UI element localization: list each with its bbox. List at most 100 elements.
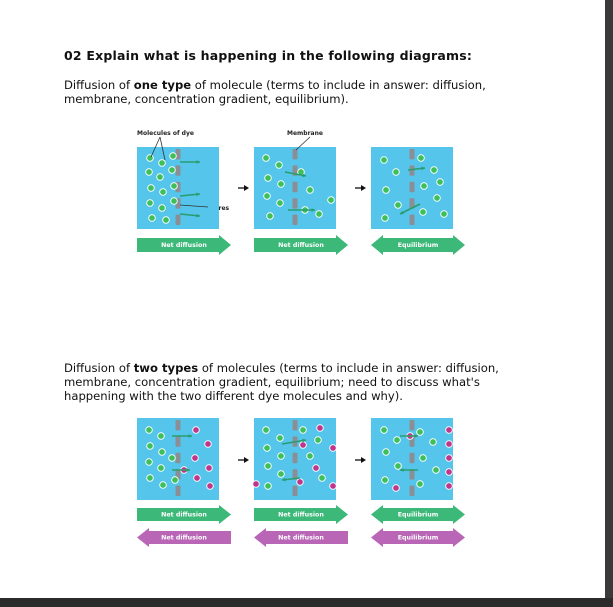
section2-text-pre: Diffusion of [64,361,134,375]
section1-text-post: of molecule (terms to include in answer:… [64,78,486,106]
section2-purple-net-diffusion-arrow-1-label: Net diffusion [161,535,207,542]
section1-panel-3-green-molecule [380,156,388,164]
section2-panel-1-movement-arrow-head [186,468,190,472]
section1-panel-1-movement-arrow-head [196,160,200,164]
section1-panel-3-green-molecule [420,182,428,190]
section2-panel-1-membrane-segment [175,420,181,431]
section2-purple-equilibrium-arrow-label: Equilibrium [398,535,439,542]
worksheet-page: 02 Explain what is happening in the foll… [64,48,544,547]
section2-panel-3-green-molecule [432,466,440,474]
section1-panel-1-green-molecule [158,159,166,167]
section1-equilibrium-arrow-label: Equilibrium [398,242,439,249]
section2-panel-2-green-molecule [277,452,285,460]
section1-panel-1-green-molecule [162,216,170,224]
section1-panel-2-green-molecule [264,174,272,182]
section2-panel-2-purple-molecule [296,478,304,486]
section2-panel-2-movement-arrow-head [302,438,306,443]
section1-prompt: Diffusion of one type of molecule (terms… [64,78,544,106]
section2-green-net-diffusion-arrow-1-label: Net diffusion [161,512,207,519]
section2-purple-net-diffusion-arrow-2-label: Net diffusion [278,535,324,542]
section2-panel-3-membrane-segment [409,469,415,480]
membrane-leader-line [295,136,311,151]
section1-panel-3-movement-arrow-head [421,166,425,171]
section1-panel-2-green-molecule [277,180,285,188]
section1-panel-2-green-molecule [266,212,274,220]
section2-green-net-diffusion-arrow-1 [137,505,231,524]
section2-panel-2-green-molecule [318,474,326,482]
section1-panel-2-membrane-segment [292,214,298,225]
section2-panel-3-purple-molecule [445,440,453,448]
section2-panel-1-green-molecule [158,448,166,456]
section2-green-net-diffusion-arrow-2-label: Net diffusion [278,512,324,519]
dye-leader-line [150,136,161,158]
section2-panel-3-movement-arrow-head [414,434,418,438]
section2-panel-1-green-molecule [157,464,165,472]
section2-panel-1-green-molecule [146,474,154,482]
section1-panel-3-green-molecule [417,154,425,162]
dye-leader-line [159,136,166,161]
section2-panel-1-purple-molecule [193,474,201,482]
section2-green-equilibrium-arrow [371,505,465,524]
section2-panel-1-membrane-segment [175,436,181,447]
section2-panel-3-purple-molecule [445,426,453,434]
section1-panel-1-green-molecule [170,197,178,205]
section1-panel-1-membrane-segment [175,214,181,225]
section1-panel-3-membrane-segment [409,181,415,193]
section1-panel-2-green-molecule [263,192,271,200]
section2-panel-3-green-molecule [380,426,388,434]
section1-panel-2-movement-arrow-head [311,208,315,212]
section2-panel-1-green-molecule [157,432,165,440]
section1-step-arrow-head [361,185,366,191]
section1-net-diffusion-arrow-2-label: Net diffusion [278,242,324,249]
section1-panel-3-green-molecule [392,168,400,176]
section1-panel-2-movement-arrow-head [302,173,306,178]
section1-panel-2-green-molecule [315,210,323,218]
section1-panel-3-green-molecule [381,214,389,222]
section1-panel-1-green-molecule [169,152,177,160]
section1-panel-3-membrane-segment [409,165,415,176]
section2-panel-3-membrane-segment [409,420,415,431]
section2-panel-1-movement-arrow-head [188,434,192,438]
section2-prompt: Diffusion of two types of molecules (ter… [64,361,544,403]
section1-panel-1-membrane-segment [175,149,181,160]
section2-panel-2-movement-arrow [281,439,307,445]
section2-panel-1-green-molecule [168,454,176,462]
section1-panel-3-membrane-segment [409,214,415,225]
section2-panel-3-green-molecule [429,438,437,446]
section2-panel-1-purple-molecule [204,440,212,448]
section2-green-net-diffusion-arrow-2 [254,505,348,524]
section2-panel-3-purple-molecule [392,484,400,492]
section2-panel-1-green-molecule [171,476,179,484]
section2-panel-2-green-molecule [306,452,314,460]
section2-panel-2-green-molecule [276,434,284,442]
section1-panel-2-membrane-segment [292,198,298,209]
section1-text-pre: Diffusion of [64,78,134,92]
section2-panel-2-membrane-segment [292,469,298,480]
section2-panel-2-green-molecule [264,462,272,470]
section2-panel-2-movement-arrow-head [282,477,286,482]
section1-panel-1-membrane-segment [175,165,181,176]
section2-panel-3-green-molecule [416,480,424,488]
section1-panel-3-green-molecule [430,166,438,174]
question-heading: 02 Explain what is happening in the foll… [64,48,473,63]
section2-panel-1-green-molecule [146,442,154,450]
section1-panel-1-green-molecule [168,166,176,174]
section2-step-arrow-head [244,457,249,463]
section2-panel-2-green-molecule [264,482,272,490]
section1-panel-2-green-molecule [327,196,335,204]
section2-panel-1-purple-molecule [191,454,199,462]
section1-panel-1-green-molecule [170,182,178,190]
section1-panel-1-green-molecule [146,154,154,162]
section2-panel-1-purple-molecule [205,464,213,472]
section2-step-arrow-head [361,457,366,463]
section2-panel-3-green-molecule [393,436,401,444]
section1-panel-2-membrane-segment [292,149,298,160]
section2-panel-1-purple-molecule [206,482,214,490]
section2-green-equilibrium-arrow-label: Equilibrium [398,512,439,519]
section2-panel-3-purple-molecule [445,454,453,462]
section2-text-post: of molecules (terms to include in answer… [64,361,499,403]
section1-panel-3-movement-arrow-head [400,210,404,215]
section2-panel-3-purple-molecule [445,482,453,490]
section2-panel-2-purple-molecule [312,464,320,472]
